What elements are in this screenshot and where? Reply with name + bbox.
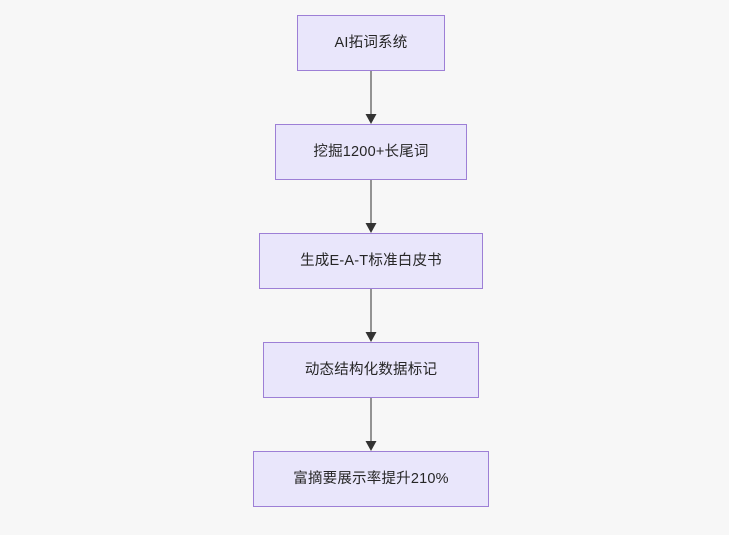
flow-edge xyxy=(360,71,382,124)
flow-edge xyxy=(360,398,382,451)
flow-node-n2[interactable]: 挖掘1200+长尾词 xyxy=(275,124,467,180)
flow-node-n3[interactable]: 生成E-A-T标准白皮书 xyxy=(259,233,483,289)
flow-node-label: 动态结构化数据标记 xyxy=(304,361,438,378)
flow-node-label: 挖掘1200+长尾词 xyxy=(313,143,429,160)
flow-node-n4[interactable]: 动态结构化数据标记 xyxy=(263,342,479,398)
flow-node-n1[interactable]: AI拓词系统 xyxy=(297,15,445,71)
flow-edge xyxy=(360,289,382,342)
flow-node-label: 生成E-A-T标准白皮书 xyxy=(300,252,442,269)
flow-node-n5[interactable]: 富摘要展示率提升210% xyxy=(253,451,489,507)
flow-node-label: AI拓词系统 xyxy=(334,34,408,51)
flow-node-label: 富摘要展示率提升210% xyxy=(293,470,449,487)
flow-edge xyxy=(360,180,382,233)
